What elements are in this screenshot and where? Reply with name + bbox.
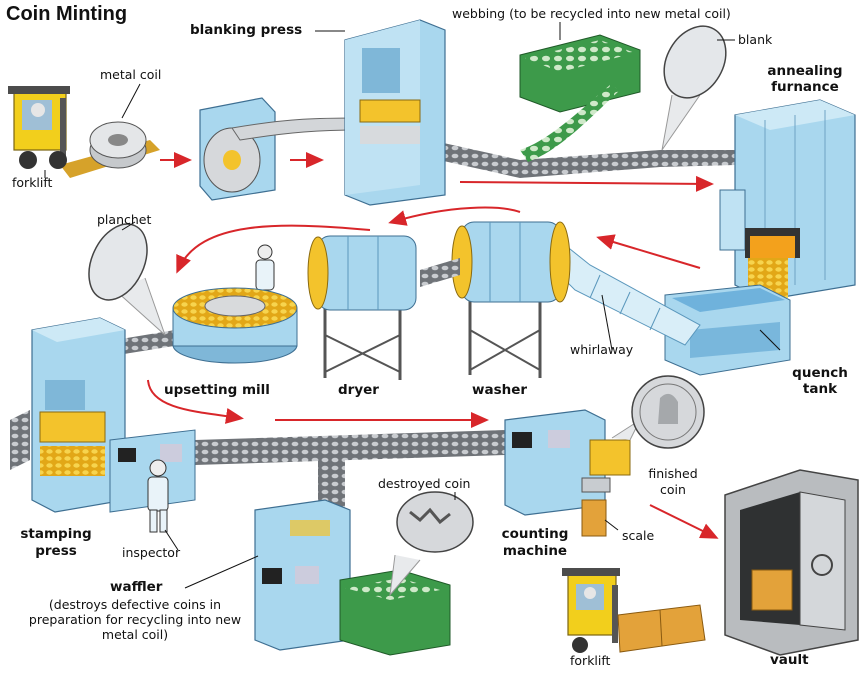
label-destroyed-coin: destroyed coin xyxy=(378,476,471,491)
coil-feeder xyxy=(199,97,361,201)
conveyor-bottom xyxy=(10,410,505,470)
upsetting-mill-machine xyxy=(172,287,298,364)
label-furnance: furnance xyxy=(771,79,839,95)
planchet-callout xyxy=(88,223,166,336)
label-finished: finished xyxy=(648,466,698,481)
label-upsetting-mill: upsetting mill xyxy=(164,382,270,398)
label-blank: blank xyxy=(738,32,773,47)
arrow-mill-left xyxy=(176,224,371,274)
metal-coil-pallet xyxy=(89,121,147,169)
destroyed-coin-callout xyxy=(389,491,474,597)
label-whirlaway: whirlaway xyxy=(570,342,634,357)
arrow-press-to-furnace xyxy=(459,175,714,192)
diagram-title: Coin Minting xyxy=(6,3,128,25)
counting-machine xyxy=(504,409,631,516)
washer-machine xyxy=(451,221,571,378)
arrow-furnace-to-quench xyxy=(596,234,701,269)
label-inspector: inspector xyxy=(122,545,181,560)
worker-figure xyxy=(255,244,275,291)
label-blanking-press: blanking press xyxy=(190,22,303,38)
label-counting: counting xyxy=(501,526,569,542)
label-leaders xyxy=(44,22,781,589)
label-tank: tank xyxy=(802,381,838,397)
label-annealing: annealing xyxy=(767,63,843,79)
label-dryer: dryer xyxy=(338,382,379,398)
conveyor-top xyxy=(430,140,735,178)
scale xyxy=(581,477,611,537)
label-forklift-bottom: forklift xyxy=(570,653,611,668)
arrow-washer-to-mill xyxy=(388,206,521,226)
blank-callout xyxy=(661,25,735,151)
waffler-machine xyxy=(254,499,351,651)
label-machine: machine xyxy=(502,543,568,559)
label-webbing: webbing (to be recycled into new metal c… xyxy=(452,6,731,21)
arrow-counting-to-vault xyxy=(649,504,719,539)
label-washer: washer xyxy=(472,382,528,398)
label-stamping: stamping xyxy=(20,526,92,542)
conveyor-middle xyxy=(115,330,180,355)
label-metal-coil: metal coil xyxy=(100,67,162,82)
blanking-press-machine xyxy=(344,19,446,206)
label-quench: quench xyxy=(792,365,848,381)
stamping-press-machine xyxy=(31,317,196,513)
flow-arrows xyxy=(147,152,719,539)
dryer-machine xyxy=(307,235,460,380)
inspector-figure xyxy=(147,459,169,533)
forklift-bottom xyxy=(562,568,706,653)
label-planchet: planchet xyxy=(97,212,152,227)
vault-box xyxy=(724,469,859,656)
annealing-furnace-machine xyxy=(719,99,856,301)
arrow-mill-to-stamping xyxy=(147,379,244,424)
quench-tank-machine xyxy=(664,284,791,376)
webbing-bin xyxy=(519,34,641,162)
label-press: press xyxy=(35,543,77,559)
label-vault: vault xyxy=(770,652,809,668)
label-coin: coin xyxy=(660,482,686,497)
forklift-top-left xyxy=(8,86,160,178)
label-waffler-description: (destroys defective coins in preparation… xyxy=(28,597,242,642)
label-waffler: waffler xyxy=(110,579,163,595)
finished-coin-callout xyxy=(611,375,705,449)
label-scale: scale xyxy=(622,528,655,543)
label-forklift-top: forklift xyxy=(12,175,53,190)
